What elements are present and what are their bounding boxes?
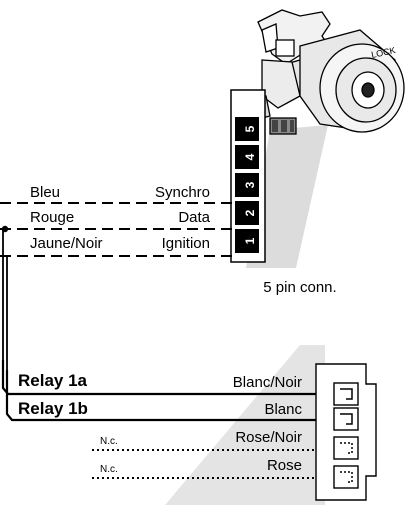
pin-3 bbox=[235, 173, 259, 197]
pin-4-number: 4 bbox=[243, 153, 257, 160]
pin-2-number: 2 bbox=[243, 209, 257, 216]
wire-jaune-noir-signal: Ignition bbox=[162, 235, 210, 252]
pin-3-number: 3 bbox=[243, 181, 257, 188]
relay-1b-label: Relay 1b bbox=[18, 399, 88, 418]
nc-label-2: N.c. bbox=[100, 464, 118, 475]
relay-projection-cone bbox=[165, 345, 325, 505]
relay-1a-label: Relay 1a bbox=[18, 371, 88, 390]
wire-bleu-signal: Synchro bbox=[155, 184, 210, 201]
pin-connector-caption: 5 pin conn. bbox=[263, 279, 336, 296]
relay-1a-color: Blanc/Noir bbox=[233, 374, 302, 391]
relay-connector bbox=[315, 363, 377, 501]
wire-rose-color: Rose bbox=[267, 457, 302, 474]
pin-1 bbox=[235, 229, 259, 253]
wire-rouge-signal: Data bbox=[178, 209, 210, 226]
wire-bleu-color: Bleu bbox=[30, 184, 60, 201]
lock-label: LOCK bbox=[370, 45, 396, 60]
relay-1b-color: Blanc bbox=[264, 401, 302, 418]
wire-rouge-color: Rouge bbox=[30, 209, 74, 226]
wire-jaune-noir-color: Jaune/Noir bbox=[30, 235, 103, 252]
ignition-lock bbox=[245, 9, 405, 135]
pin-4 bbox=[235, 145, 259, 169]
wire-relay-1a bbox=[1, 360, 334, 396]
nc-label-1: N.c. bbox=[100, 436, 118, 447]
connector-projection-cone bbox=[246, 125, 328, 268]
pin-5-number: 5 bbox=[243, 125, 257, 132]
junction-dot bbox=[1, 225, 9, 233]
wire-rose-noir-color: Rose/Noir bbox=[235, 429, 302, 446]
relay-terminals bbox=[340, 388, 353, 483]
wire-relay-1b bbox=[5, 370, 334, 422]
pin-2 bbox=[235, 201, 259, 225]
pin-1-number: 1 bbox=[243, 237, 257, 244]
pin-5 bbox=[235, 117, 259, 141]
